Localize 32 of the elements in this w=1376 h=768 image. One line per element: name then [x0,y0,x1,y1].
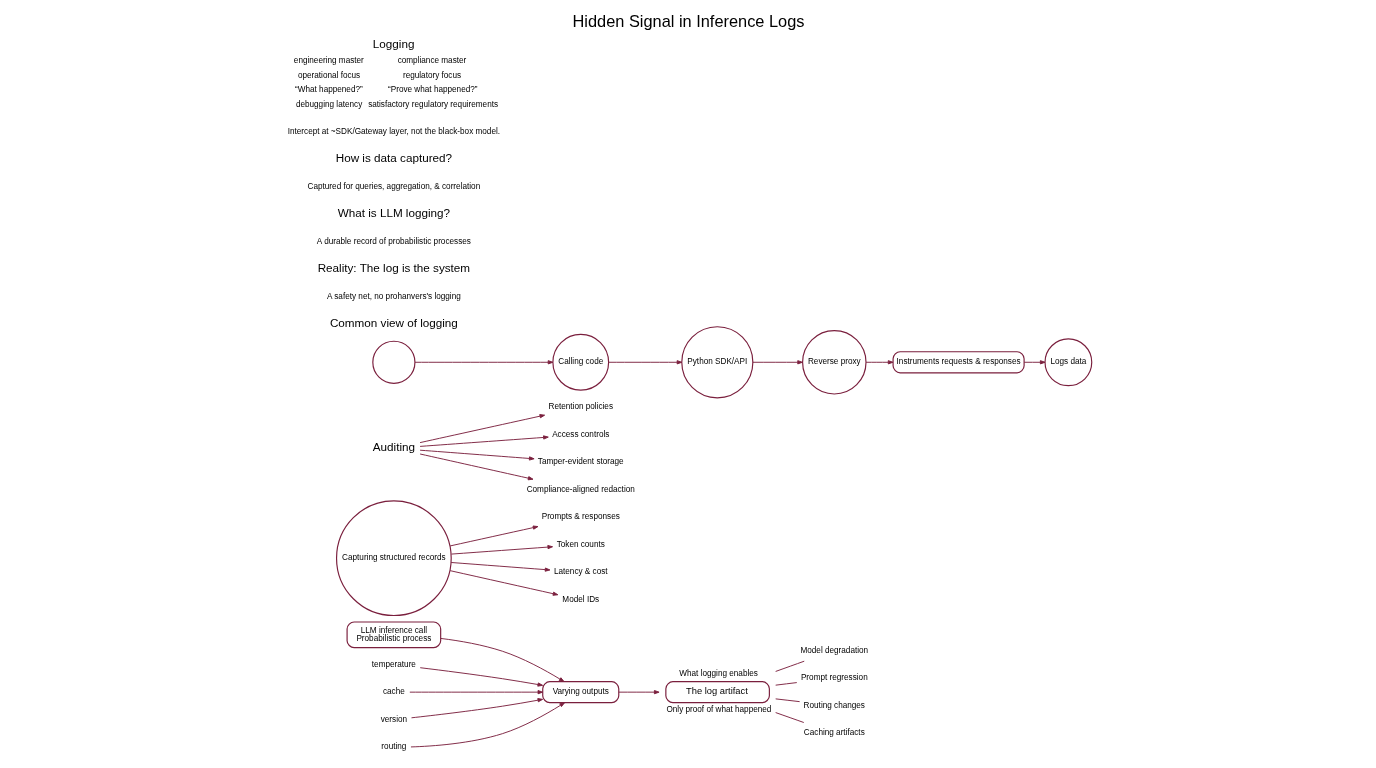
label: Reality: The log is the system [317,260,470,274]
arrow [419,449,535,461]
arrow [607,359,682,364]
arrow [419,413,545,443]
arrow [419,666,543,687]
connector [774,697,800,702]
arrow [450,561,550,572]
node-text: Auditing [372,439,415,453]
arrow [410,697,543,718]
label: How is data captured? [335,150,452,164]
arrow [865,359,893,364]
arrow [419,453,533,480]
node-box: The log artifact [664,680,770,703]
connector [774,660,805,672]
node-circle [371,340,415,384]
diagram-title: Hidden Signal in Inference Logs [572,11,804,30]
connector [774,711,804,723]
label: What is LLM logging? [337,205,450,219]
connector [774,681,797,686]
arrow [450,544,553,555]
arrow [408,689,543,694]
arrow [409,701,565,747]
arrow [751,359,803,364]
arrow [1023,359,1046,364]
arrow [414,359,553,364]
label: Common view of logging [329,315,458,329]
arrow [449,525,538,546]
arrow [439,637,564,682]
arrow [419,434,549,447]
arrow [449,569,558,596]
label: Logging [372,36,414,50]
arrow [617,689,660,694]
